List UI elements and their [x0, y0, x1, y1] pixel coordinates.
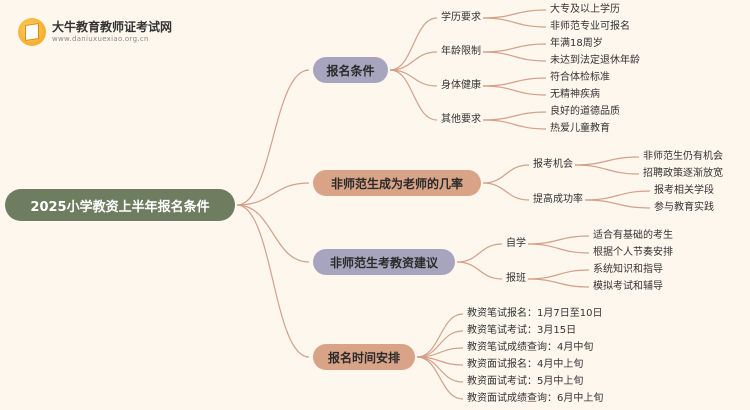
item-success-1: 报考相关学段 — [654, 185, 714, 196]
connector-branch-probability — [236, 182, 310, 206]
item-self-study-2: 根据个人节奏安排 — [593, 247, 673, 258]
connector-item-success-1 — [584, 190, 651, 201]
schedule-item-4: 教资面试报名：4月中上旬 — [467, 359, 584, 370]
group-education: 学历要求 — [441, 12, 481, 23]
connector-item-education-1 — [482, 9, 547, 19]
schedule-item-5: 教资面试考试：5月中上旬 — [467, 376, 584, 387]
connector-group-training-class — [456, 261, 503, 280]
item-education-2: 非师范专业可报名 — [550, 21, 630, 32]
connector-item-opportunity-2 — [574, 164, 640, 175]
item-success-2: 参与教育实践 — [654, 202, 714, 213]
connector-group-education — [389, 17, 438, 71]
connector-item-self-study-1 — [527, 235, 590, 245]
connector-item-self-study-2 — [527, 243, 590, 254]
connector-branch-requirements — [236, 69, 310, 206]
group-age: 年龄限制 — [441, 46, 481, 57]
schedule-item-3: 教资笔试成绩查询：4月中旬 — [467, 342, 594, 353]
logo: 大牛教育教师证考试网 www.daniuxuexiao.org.cn — [18, 18, 172, 46]
connector-item-health-2 — [482, 85, 547, 96]
schedule-item-6: 教资面试成绩查询：6月中上旬 — [467, 393, 604, 404]
connector-group-other — [389, 69, 438, 121]
group-self-study: 自学 — [506, 238, 526, 249]
logo-name: 大牛教育教师证考试网 — [52, 20, 173, 34]
branch-schedule: 报名时间安排 — [313, 344, 415, 370]
schedule-item-2: 教资笔试考试：3月15日 — [467, 325, 577, 336]
group-success-rate: 提高成功率 — [533, 194, 583, 205]
connector-item-class-1 — [527, 269, 590, 280]
item-health-2: 无精神疾病 — [550, 89, 600, 100]
item-education-1: 大专及以上学历 — [550, 4, 620, 15]
connector-item-other-1 — [482, 111, 547, 121]
connector-item-age-2 — [482, 51, 547, 62]
connector-group-self-study — [456, 243, 503, 263]
logo-url: www.daniuxuexiao.org.cn — [52, 35, 149, 43]
connector-item-other-2 — [482, 119, 547, 130]
item-other-2: 热爱儿童教育 — [550, 123, 610, 134]
item-health-1: 符合体检标准 — [550, 72, 610, 83]
item-other-1: 良好的道德品质 — [550, 106, 620, 117]
connector-schedule-item-6 — [416, 356, 464, 400]
logo-emblem-icon — [18, 18, 46, 46]
root-node: 2025小学教资上半年报名条件 — [5, 189, 235, 221]
item-class-2: 模拟考试和辅导 — [593, 281, 663, 292]
item-age-1: 年满18周岁 — [550, 38, 603, 49]
group-training-class: 报班 — [506, 273, 526, 284]
group-health: 身体健康 — [441, 80, 481, 91]
branch-probability: 非师范生成为老师的几率 — [313, 170, 481, 196]
connector-branch-advice — [236, 204, 310, 263]
connector-item-education-2 — [482, 17, 547, 28]
connector-item-success-2 — [584, 199, 651, 209]
item-age-2: 未达到法定退休年龄 — [550, 55, 640, 66]
group-other: 其他要求 — [441, 114, 481, 125]
connector-item-opportunity-1 — [574, 156, 640, 166]
group-opportunity: 报考机会 — [533, 159, 573, 170]
connector-group-age — [389, 51, 438, 71]
connector-schedule-item-1 — [416, 313, 464, 358]
connector-group-opportunity — [482, 164, 530, 184]
connector-item-health-1 — [482, 77, 547, 87]
connector-branch-schedule — [236, 204, 310, 358]
branch-requirements: 报名条件 — [313, 57, 388, 83]
connector-group-success-rate — [482, 182, 530, 201]
branch-advice: 非师范生考教资建议 — [313, 249, 455, 275]
connector-item-class-2 — [527, 278, 590, 288]
item-self-study-1: 适合有基础的考生 — [593, 230, 673, 241]
schedule-item-1: 教资笔试报名：1月7日至10日 — [467, 308, 603, 319]
item-class-1: 系统知识和指导 — [593, 264, 663, 275]
connector-item-age-1 — [482, 43, 547, 53]
item-opportunity-2: 招聘政策逐渐放宽 — [643, 168, 723, 179]
item-opportunity-1: 非师范生仍有机会 — [643, 151, 723, 162]
